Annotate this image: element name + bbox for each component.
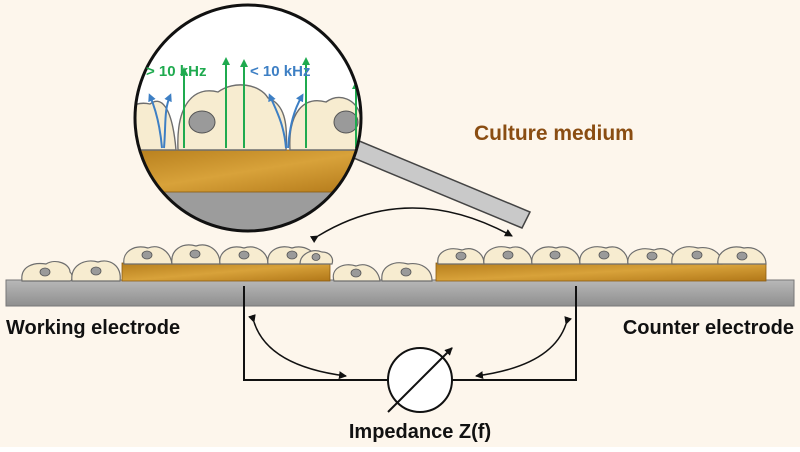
cell-icon [627, 248, 677, 265]
low-freq-label: < 10 kHz [250, 63, 310, 80]
circuit-wiring [243, 286, 577, 381]
counter-electrode-label: Counter electrode [623, 317, 794, 339]
working-electrode [121, 262, 331, 282]
cell-icon [483, 246, 533, 265]
magnifier-lens-icon [133, 3, 363, 233]
counter-electrode [435, 262, 767, 282]
culture-medium-label: Culture medium [474, 122, 634, 145]
cell-icon [717, 246, 767, 265]
cell-icon [531, 246, 581, 265]
magnifier-rim [133, 3, 363, 233]
impedance-meter-icon [387, 347, 453, 413]
counter-link-arrow [475, 316, 573, 380]
cell-icon [123, 246, 173, 265]
cell-icon [579, 246, 629, 265]
zoom-link-arrow [309, 207, 513, 244]
cell-icon [171, 244, 221, 265]
high-freq-label: > 10 kHz [146, 63, 206, 80]
cell-icon [21, 260, 73, 282]
substrate [5, 279, 795, 307]
cell-icon [381, 262, 433, 282]
impedance-label: Impedance Z(f) [349, 421, 491, 443]
low-freq-arrows-left [148, 93, 172, 149]
working-link-arrow [248, 314, 347, 380]
cell-icon [299, 250, 334, 265]
low-freq-arrows-right [268, 93, 304, 149]
cell-icon [437, 248, 485, 265]
cell-icon [71, 260, 121, 282]
cell-icon [219, 246, 269, 265]
cell-icon [671, 246, 723, 265]
magnifier-handle [342, 137, 532, 229]
cell-icon [332, 264, 381, 282]
working-electrode-label: Working electrode [6, 317, 180, 339]
cell-layer [21, 244, 767, 282]
